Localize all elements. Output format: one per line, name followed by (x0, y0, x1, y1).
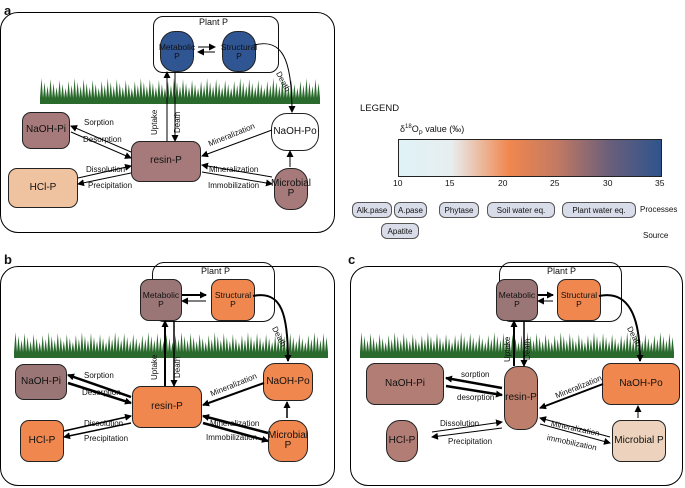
naoh-pi-b: NaOH-Pi (15, 364, 67, 400)
grass-b (14, 330, 331, 358)
uptake-label-c: Uptake (503, 336, 512, 362)
hcl-p-c: HCl-P (386, 420, 418, 462)
mineralization2-label-b: Mineralization (210, 419, 260, 428)
hcl-p-a: HCl-P (8, 168, 78, 208)
resin-p-c: resin-P (504, 366, 538, 430)
resin-p-c-label: resin-P (505, 391, 537, 403)
hcl-p-b: HCl-P (20, 420, 64, 462)
metabolic-p-b-label: Metabolic P (142, 290, 180, 309)
death-label-a: Death (173, 111, 182, 133)
death-label-c: Death (523, 338, 532, 360)
grass-blades (360, 332, 677, 358)
naoh-po-c: NaOH-Po (602, 363, 680, 405)
microbial-p-a: Microbial P (271, 168, 312, 210)
panel-a-label: a (4, 3, 12, 18)
sorption-label-a: Sorption (84, 118, 114, 127)
naoh-po-b-label: NaOH-Po (266, 375, 310, 387)
precipitation-label-a: Precipitation (88, 181, 133, 190)
structural-p-b: Structural P (211, 279, 255, 321)
legend-processes-label: Processes (640, 205, 678, 214)
metabolic-p-a-label: Metabolic P (158, 41, 196, 61)
grass-blades (40, 78, 323, 104)
naoh-pi-a-label: NaOH-Pi (25, 124, 66, 136)
chip-alk-pase: Alk.pase (352, 202, 392, 218)
grass-a (40, 76, 323, 104)
dissolution-label-b: Dissolution (84, 419, 124, 428)
tick: 20 (498, 178, 508, 188)
structural-p-a-label: Structural P (220, 41, 258, 61)
naoh-pi-a: NaOH-Pi (22, 112, 70, 149)
chip-a-pase: A.pase (394, 202, 427, 218)
naoh-pi-b-label: NaOH-Pi (20, 375, 61, 387)
plant-p-label-c: Plant P (547, 266, 577, 276)
panel-c-label: c (348, 252, 356, 267)
chip-apatite: Apatite (381, 223, 419, 239)
chip-soil-water: Soil water eq. (487, 202, 555, 218)
naoh-po-c-label: NaOH-Po (619, 377, 663, 389)
chip-phytase: Phytase (439, 202, 479, 218)
tick: 35 (655, 178, 665, 188)
microbial-p-a-label: Microbial P (271, 177, 312, 199)
naoh-po-a-label: NaOH-Po (273, 125, 317, 137)
structural-p-b-label: Structural P (214, 290, 252, 309)
precipitation-label-c: Precipitation (448, 437, 493, 446)
hcl-p-c-label: HCl-P (388, 434, 416, 446)
chip-plant-water: Plant water eq. (562, 202, 636, 218)
sorption-label-b: Sorption (84, 371, 114, 380)
tick: 10 (393, 178, 403, 188)
microbial-p-c: Microbial P (612, 420, 666, 462)
naoh-pi-c-label: NaOH-Pi (384, 377, 425, 389)
desorption-label-b: Desorption (82, 388, 121, 397)
uptake-label-b: Uptake (150, 354, 159, 380)
legend-colorbar (398, 139, 662, 177)
resin-p-b-label: resin-P (151, 400, 183, 412)
metabolic-p-c-label: Metabolic P (498, 290, 536, 309)
uptake-label-a: Uptake (150, 109, 159, 135)
structural-p-c-label: Structural P (560, 290, 598, 309)
sorption-label-c: sorption (461, 370, 490, 379)
legend-title: LEGEND (360, 103, 400, 114)
resin-p-a-label: resin-P (150, 155, 182, 167)
microbial-p-c-label: Microbial P (614, 434, 664, 446)
desorption-label-c: desorption (457, 393, 495, 402)
resin-p-a: resin-P (131, 141, 201, 182)
hcl-p-a-label: HCl-P (29, 181, 57, 193)
dissolution-label-a: Dissolution (86, 165, 126, 174)
dissolution-label-c: Dissolution (440, 419, 480, 428)
microbial-p-b: Microbial P (268, 420, 308, 462)
microbial-p-b-label: Microbial P (268, 429, 309, 451)
structural-p-a: Structural P (220, 31, 258, 72)
hcl-p-b-label: HCl-P (28, 434, 56, 446)
resin-p-b: resin-P (132, 386, 202, 428)
plant-p-label-b: Plant P (201, 266, 231, 276)
metabolic-p-a: Metabolic P (158, 31, 196, 72)
legend-source-label: Source (643, 231, 669, 240)
precipitation-label-b: Precipitation (84, 434, 129, 443)
naoh-pi-c: NaOH-Pi (366, 363, 444, 405)
grass-blades (14, 332, 331, 358)
structural-p-c: Structural P (557, 279, 601, 321)
immobilization-label-b: Immobilization (206, 433, 258, 442)
immobilization-label-a: Immobilization (208, 181, 260, 190)
grass-c (360, 330, 677, 358)
legend-scale-label: δ18OP value (‰) (400, 124, 465, 137)
naoh-po-a: NaOH-Po (271, 113, 319, 151)
tick: 30 (603, 178, 613, 188)
naoh-po-b: NaOH-Po (263, 363, 313, 401)
plant-p-label-a: Plant P (199, 17, 229, 27)
metabolic-p-c: Metabolic P (496, 279, 538, 321)
tick: 25 (550, 178, 560, 188)
desorption-label-a: Desorption (83, 135, 122, 144)
mineralization2-label-a: Mineralization (209, 165, 259, 174)
tick: 15 (445, 178, 455, 188)
metabolic-p-b: Metabolic P (140, 279, 182, 321)
death-label-b: Death (173, 356, 182, 378)
panel-b-label: b (4, 252, 12, 267)
legend-ticks: 10 15 20 25 30 35 (393, 178, 664, 192)
